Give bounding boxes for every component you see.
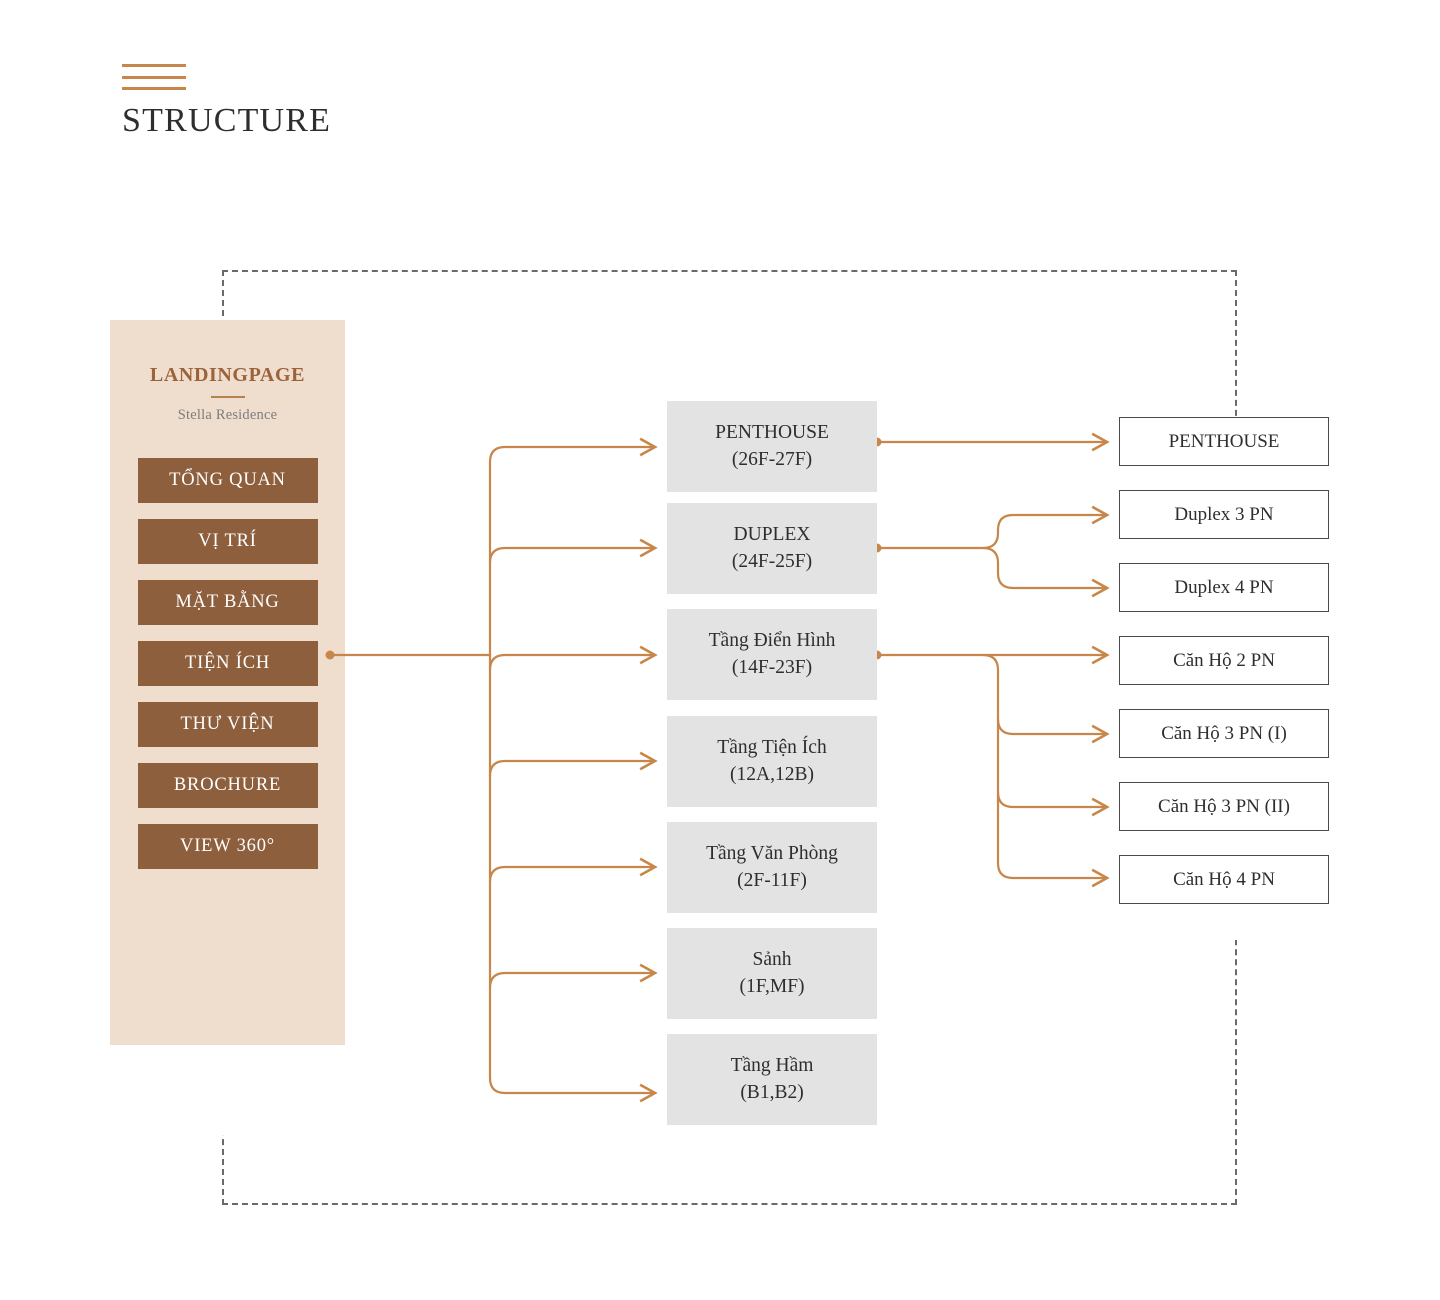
brand-title: LANDINGPAGE [149, 364, 306, 386]
floor-box-tang-van-phong[interactable]: Tầng Văn Phòng (2F-11F) [667, 822, 877, 913]
unit-box-penthouse[interactable]: PENTHOUSE [1119, 417, 1329, 466]
unit-box-duplex-4pn[interactable]: Duplex 4 PN [1119, 563, 1329, 612]
floor-box-tang-ham[interactable]: Tầng Hầm (B1,B2) [667, 1034, 877, 1125]
floor-range: (1F,MF) [739, 975, 805, 997]
sidebar-item-brochure[interactable]: BROCHURE [137, 763, 318, 808]
floor-box-penthouse[interactable]: PENTHOUSE (26F-27F) [667, 401, 877, 492]
brand-divider [210, 396, 245, 398]
floor-range: (2F-11F) [737, 869, 807, 891]
floor-name: Tầng Tiện Ích [717, 737, 827, 759]
hamburger-bar [122, 64, 186, 67]
unit-box-canho-2pn[interactable]: Căn Hộ 2 PN [1119, 636, 1329, 685]
floor-box-sanh[interactable]: Sảnh (1F,MF) [667, 928, 877, 1019]
sidebar-item-vi-tri[interactable]: VỊ TRÍ [137, 519, 318, 564]
floor-name: Tầng Văn Phòng [706, 843, 838, 865]
unit-box-canho-4pn[interactable]: Căn Hộ 4 PN [1119, 855, 1329, 904]
floor-name: Tầng Điển Hình [708, 630, 836, 652]
floor-name: PENTHOUSE [715, 422, 829, 444]
floor-name: Tầng Hầm [730, 1055, 814, 1077]
floor-name: Sảnh [752, 949, 792, 971]
page-header: STRUCTURE [122, 64, 522, 138]
landingpage-sidebar: LANDINGPAGE Stella Residence TỔNG QUAN V… [110, 320, 345, 1045]
hamburger-bar [122, 75, 186, 79]
unit-box-canho-3pn-i[interactable]: Căn Hộ 3 PN (I) [1119, 709, 1329, 758]
sidebar-item-tong-quan[interactable]: TỔNG QUAN [137, 458, 318, 503]
hamburger-bar [122, 87, 186, 90]
floor-box-tang-dien-hinh[interactable]: Tầng Điển Hình (14F-23F) [667, 609, 877, 700]
floor-box-tang-tien-ich[interactable]: Tầng Tiện Ích (12A,12B) [667, 716, 877, 807]
sidebar-item-thu-vien[interactable]: THƯ VIỆN [137, 702, 318, 747]
floor-box-duplex[interactable]: DUPLEX (24F-25F) [667, 503, 877, 594]
sidebar-item-mat-bang[interactable]: MẶT BẰNG [137, 580, 318, 625]
hamburger-icon [122, 64, 186, 90]
brand-subtitle: Stella Residence [177, 407, 278, 423]
unit-box-canho-3pn-ii[interactable]: Căn Hộ 3 PN (II) [1119, 782, 1329, 831]
unit-box-duplex-3pn[interactable]: Duplex 3 PN [1119, 490, 1329, 539]
floor-range: (B1,B2) [740, 1081, 804, 1103]
floor-range: (12A,12B) [730, 763, 814, 785]
floor-range: (24F-25F) [731, 550, 813, 572]
page-title: STRUCTURE [122, 102, 332, 139]
sidebar-nav-list: TỔNG QUAN VỊ TRÍ MẶT BẰNG TIỆN ÍCH THƯ V… [110, 458, 345, 869]
floor-name: DUPLEX [733, 524, 811, 546]
sidebar-item-view-360[interactable]: VIEW 360° [137, 824, 318, 869]
sidebar-item-tien-ich[interactable]: TIỆN ÍCH [137, 641, 318, 686]
floor-range: (14F-23F) [731, 656, 813, 678]
floor-range: (26F-27F) [731, 448, 813, 470]
